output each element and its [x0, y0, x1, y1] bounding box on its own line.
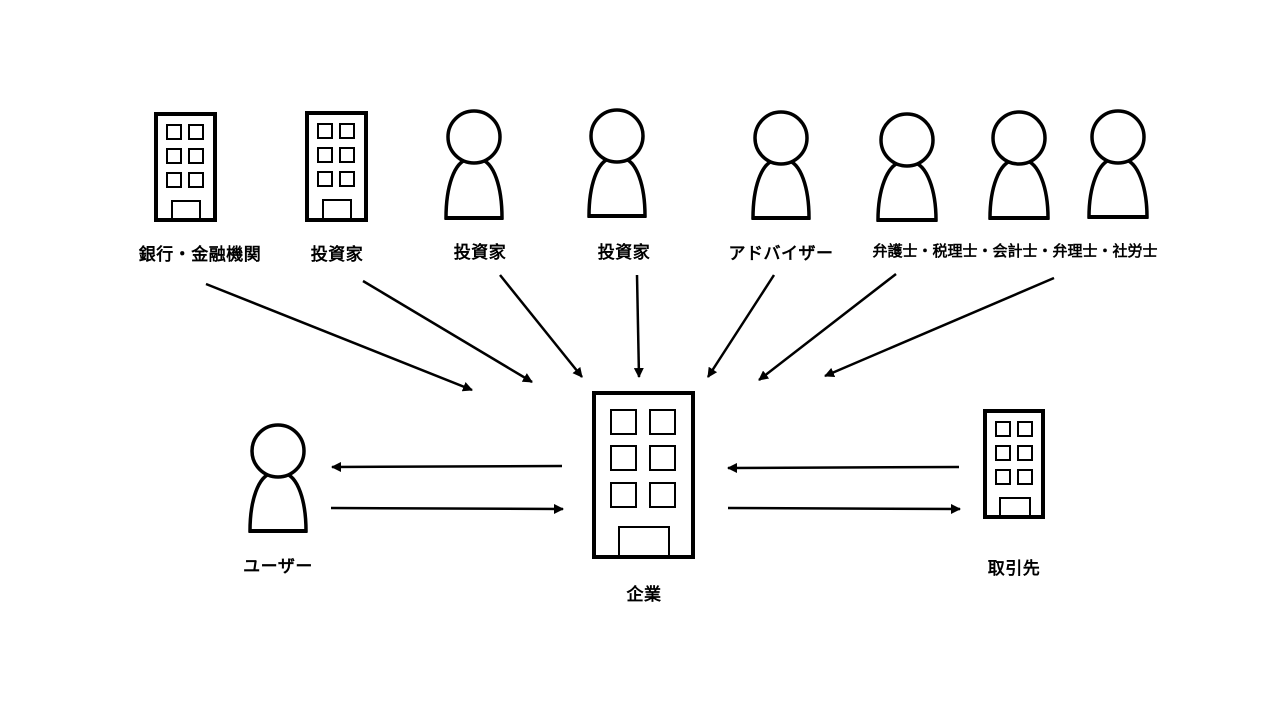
arrow-investor-2-to-company	[499, 274, 583, 378]
arrow-advisor-to-company	[706, 274, 776, 378]
arrow-investor-3-to-company	[633, 274, 644, 378]
person-icon	[988, 110, 1050, 220]
label-partner: 取引先	[987, 559, 1041, 579]
arrow-user-to-company	[330, 503, 564, 514]
person-icon	[444, 109, 504, 220]
person-icon	[587, 108, 647, 218]
label-advisor: アドバイザー	[728, 244, 834, 264]
person-icon	[876, 112, 938, 222]
arrow-investor-1-to-company	[362, 279, 533, 384]
building-icon	[305, 111, 368, 222]
label-investor-1: 投資家	[310, 245, 364, 265]
label-user: ユーザー	[243, 557, 313, 577]
arrow-bank-to-company	[205, 282, 473, 392]
arrow-professionals-2-to-company	[824, 276, 1055, 378]
person-icon	[751, 110, 811, 220]
building-icon	[154, 112, 217, 222]
arrow-partner-to-company	[727, 462, 960, 473]
label-investor-3: 投資家	[597, 243, 651, 263]
arrow-company-to-partner	[727, 503, 961, 514]
label-investor-2: 投資家	[453, 243, 507, 263]
arrow-company-to-user	[331, 461, 563, 472]
label-company: 企業	[626, 585, 662, 605]
person-icon	[1087, 109, 1149, 219]
building-icon	[592, 391, 695, 559]
person-icon	[248, 423, 308, 533]
building-icon	[983, 409, 1045, 519]
label-bank: 銀行・金融機関	[138, 245, 262, 265]
label-professionals: 弁護士・税理士・会計士・弁理士・社労士	[872, 242, 1158, 260]
arrow-professionals-to-company	[758, 273, 897, 381]
